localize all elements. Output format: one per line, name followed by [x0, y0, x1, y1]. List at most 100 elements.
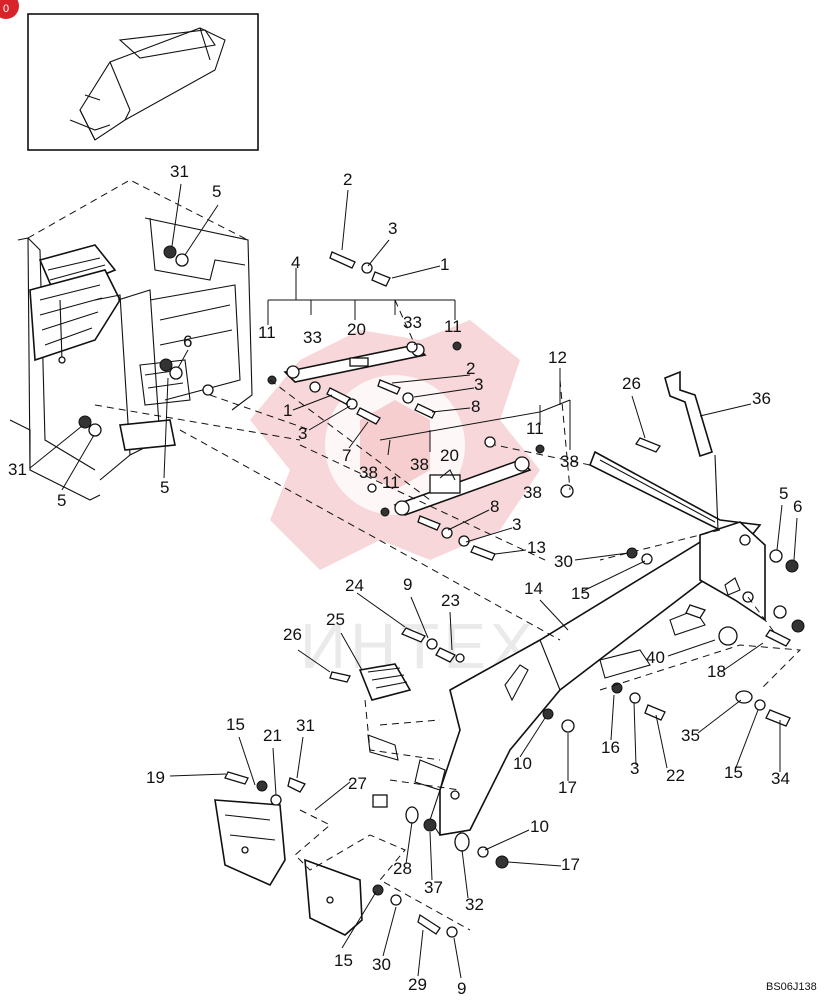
callout-label: 17 [558, 778, 577, 797]
callout-36: 36 [699, 389, 771, 417]
callout-leader [382, 906, 397, 957]
callout-6: 6 [793, 497, 802, 561]
callout-leader [507, 861, 562, 867]
callout-label: 1 [440, 255, 449, 274]
callout-label: 5 [212, 182, 221, 201]
callout-label: 3 [512, 515, 521, 534]
callout-11: 11 [258, 323, 276, 342]
callout-14: 14 [524, 579, 569, 631]
callout-label: 5 [779, 484, 788, 503]
callout-leader [417, 929, 424, 977]
callout-label: 23 [441, 591, 460, 610]
callout-label: 11 [258, 323, 276, 342]
alignment-lines [179, 299, 571, 641]
callout-leader [793, 517, 798, 561]
callout-label: 9 [403, 575, 412, 594]
callout-leader [633, 701, 637, 766]
callout-label: 38 [523, 483, 542, 502]
callout-12: 12 [548, 348, 567, 367]
callout-leader [453, 937, 462, 979]
link-bolts [326, 251, 496, 561]
callout-38: 38 [410, 455, 429, 474]
callout-leader [519, 717, 546, 758]
callout-5: 5 [160, 377, 169, 497]
callout-leader [184, 204, 219, 256]
callout-leader [341, 891, 377, 949]
callout-40: 40 [646, 639, 716, 667]
callout-label: 36 [752, 389, 771, 408]
drawing-code: BS06J138 [766, 981, 817, 993]
callout-leader [449, 611, 453, 651]
callout-label: 33 [403, 313, 422, 332]
callout-21: 21 [263, 726, 282, 796]
callout-20: 20 [440, 446, 459, 465]
callout-leader [292, 394, 333, 411]
callout-label: 10 [513, 754, 532, 773]
callout-3: 3 [630, 701, 639, 778]
callout-1: 1 [391, 255, 449, 279]
callout-label: 20 [440, 446, 459, 465]
callout-leader [447, 509, 490, 531]
callout-label: 33 [303, 328, 322, 347]
callout-6: 6 [177, 332, 192, 369]
callout-5: 5 [57, 434, 95, 510]
callout-11: 11 [526, 419, 544, 438]
bracket-36 [664, 370, 719, 531]
callout-9: 9 [403, 575, 429, 639]
callout-38: 38 [359, 463, 378, 482]
callout-label: 6 [183, 332, 192, 351]
callout-label: 15 [334, 951, 353, 970]
callout-leader [461, 849, 469, 899]
callout-10: 10 [484, 817, 549, 851]
svg-text:0: 0 [3, 3, 9, 15]
callout-leader [776, 504, 783, 551]
callout-27: 27 [314, 774, 367, 811]
callout-label: 3 [474, 375, 483, 394]
callout-label: 9 [457, 979, 466, 998]
callout-label: 31 [296, 716, 315, 735]
callout-label: 5 [57, 491, 66, 510]
callout-leader [341, 189, 349, 251]
callout-leader [238, 736, 256, 786]
callout-leader [391, 374, 471, 384]
callout-20: 20 [347, 320, 366, 339]
callout-16: 16 [601, 694, 620, 757]
callout-26: 26 [283, 625, 331, 673]
callout-leader [697, 699, 742, 734]
callout-5: 5 [184, 182, 221, 256]
callout-leader [465, 527, 513, 543]
callout-15: 15 [571, 560, 646, 603]
callout-label: 13 [527, 538, 546, 557]
callout-label: 15 [724, 763, 743, 782]
callout-label: 8 [490, 497, 499, 516]
callout-31: 31 [170, 162, 189, 247]
callout-label: 11 [526, 419, 544, 438]
callout-label: 3 [630, 759, 639, 778]
callout-17: 17 [507, 855, 580, 874]
callout-28: 28 [393, 821, 413, 878]
callout-11: 11 [444, 317, 462, 336]
callout-label: 26 [283, 625, 302, 644]
callout-label: 6 [793, 497, 802, 516]
callout-15: 15 [724, 709, 759, 782]
loader-arm [429, 444, 781, 836]
callout-31: 31 [296, 716, 315, 779]
callout-label: 16 [601, 738, 620, 757]
callout-leader [574, 552, 629, 561]
callout-label: 38 [560, 452, 579, 471]
callout-24: 24 [345, 576, 406, 628]
callout-38: 38 [523, 483, 542, 502]
callout-19: 19 [146, 768, 227, 787]
callout-label: 11 [382, 473, 400, 492]
callout-leader [308, 405, 351, 431]
callout-1: 1 [283, 394, 333, 420]
callout-label: 30 [554, 552, 573, 571]
callout-3: 3 [465, 515, 521, 543]
callout-leader [699, 403, 752, 417]
callout-label: 15 [571, 584, 590, 603]
callout-leader [367, 239, 390, 267]
callout-label: 4 [291, 253, 300, 272]
callout-leader [734, 709, 759, 771]
upper-link [267, 341, 462, 393]
